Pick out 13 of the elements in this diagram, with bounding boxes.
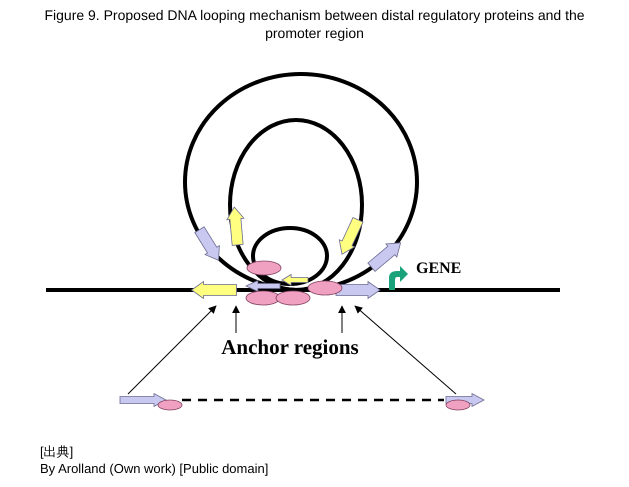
dna-segment-drawing xyxy=(120,392,182,410)
leader-arrow xyxy=(232,305,240,334)
source-label: [出典] xyxy=(40,444,74,460)
leader-line xyxy=(128,305,217,394)
gene-label: GENE xyxy=(416,261,462,277)
leader-line xyxy=(354,305,456,394)
attribution-text: By Arolland (Own work) [Public domain] xyxy=(40,461,268,477)
figure-title: Figure 9. Proposed DNA looping mechanism between distal regulatory proteins and the promoter region xyxy=(43,6,586,42)
leader-arrow xyxy=(338,305,346,334)
dashed-dna-line xyxy=(182,398,444,402)
anchor-label: Anchor regions xyxy=(200,333,380,361)
dna-looping-drawing xyxy=(46,72,560,306)
dna-segment-drawing xyxy=(446,392,485,410)
